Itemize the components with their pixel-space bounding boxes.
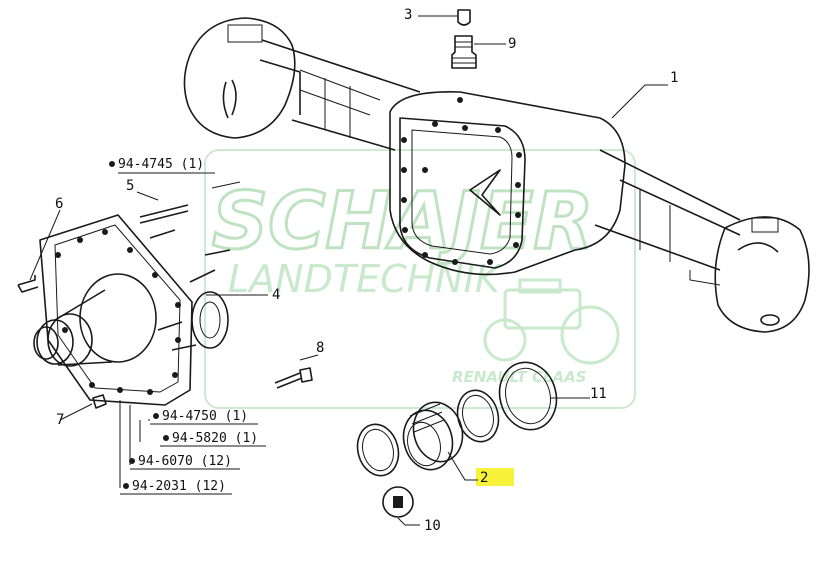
callout-5: 5 xyxy=(126,178,134,194)
callout-4: 4 xyxy=(272,287,280,303)
oring-medium xyxy=(456,389,500,443)
watermark-tag: RENAULT CLAAS xyxy=(452,368,587,386)
watermark-frame xyxy=(204,149,636,409)
ref-94-6070: 94-6070 (12) xyxy=(138,454,232,469)
callout-1: 1 xyxy=(670,70,678,86)
flange-assembly xyxy=(33,214,231,406)
callout-8: 8 xyxy=(316,340,324,356)
highlight-marker xyxy=(476,468,514,486)
callout-6: 6 xyxy=(55,196,63,212)
oring-small xyxy=(356,423,400,477)
breather-cap xyxy=(457,9,471,26)
ref-underlines xyxy=(120,423,266,495)
callout-2: 2 xyxy=(480,470,488,486)
watermark: SCHAJER LANDTECHNIK RENAULT CLAAS xyxy=(204,149,636,409)
stud-6 xyxy=(17,275,39,293)
dowel-pin xyxy=(139,204,189,224)
callout-7: 7 xyxy=(56,412,64,428)
ref-94-5820: 94-5820 (1) xyxy=(172,431,258,446)
bolt-8 xyxy=(274,367,313,389)
callout-9: 9 xyxy=(508,36,516,52)
oring-large-11 xyxy=(498,361,558,431)
callout-11: 11 xyxy=(590,386,607,402)
watermark-subtitle: LANDTECHNIK xyxy=(228,257,503,301)
callout-10: 10 xyxy=(424,518,441,534)
tractor-watermark-icon xyxy=(483,278,620,365)
watermark-brand: SCHAJER xyxy=(212,177,593,267)
ref-94-4750: 94-4750 (1) xyxy=(162,409,248,424)
reference-bullets xyxy=(109,161,169,489)
drain-plug-10 xyxy=(382,486,414,518)
axle-housing xyxy=(183,17,810,333)
leader-lines xyxy=(29,15,668,526)
nut-7 xyxy=(92,394,107,409)
breather-fitting xyxy=(451,35,477,69)
ref-94-2031: 94-2031 (12) xyxy=(132,479,226,494)
seal-ring-2 xyxy=(402,401,464,471)
callout-3: 3 xyxy=(404,7,412,23)
ref-94-4745: 94-4745 (1) xyxy=(118,157,204,172)
